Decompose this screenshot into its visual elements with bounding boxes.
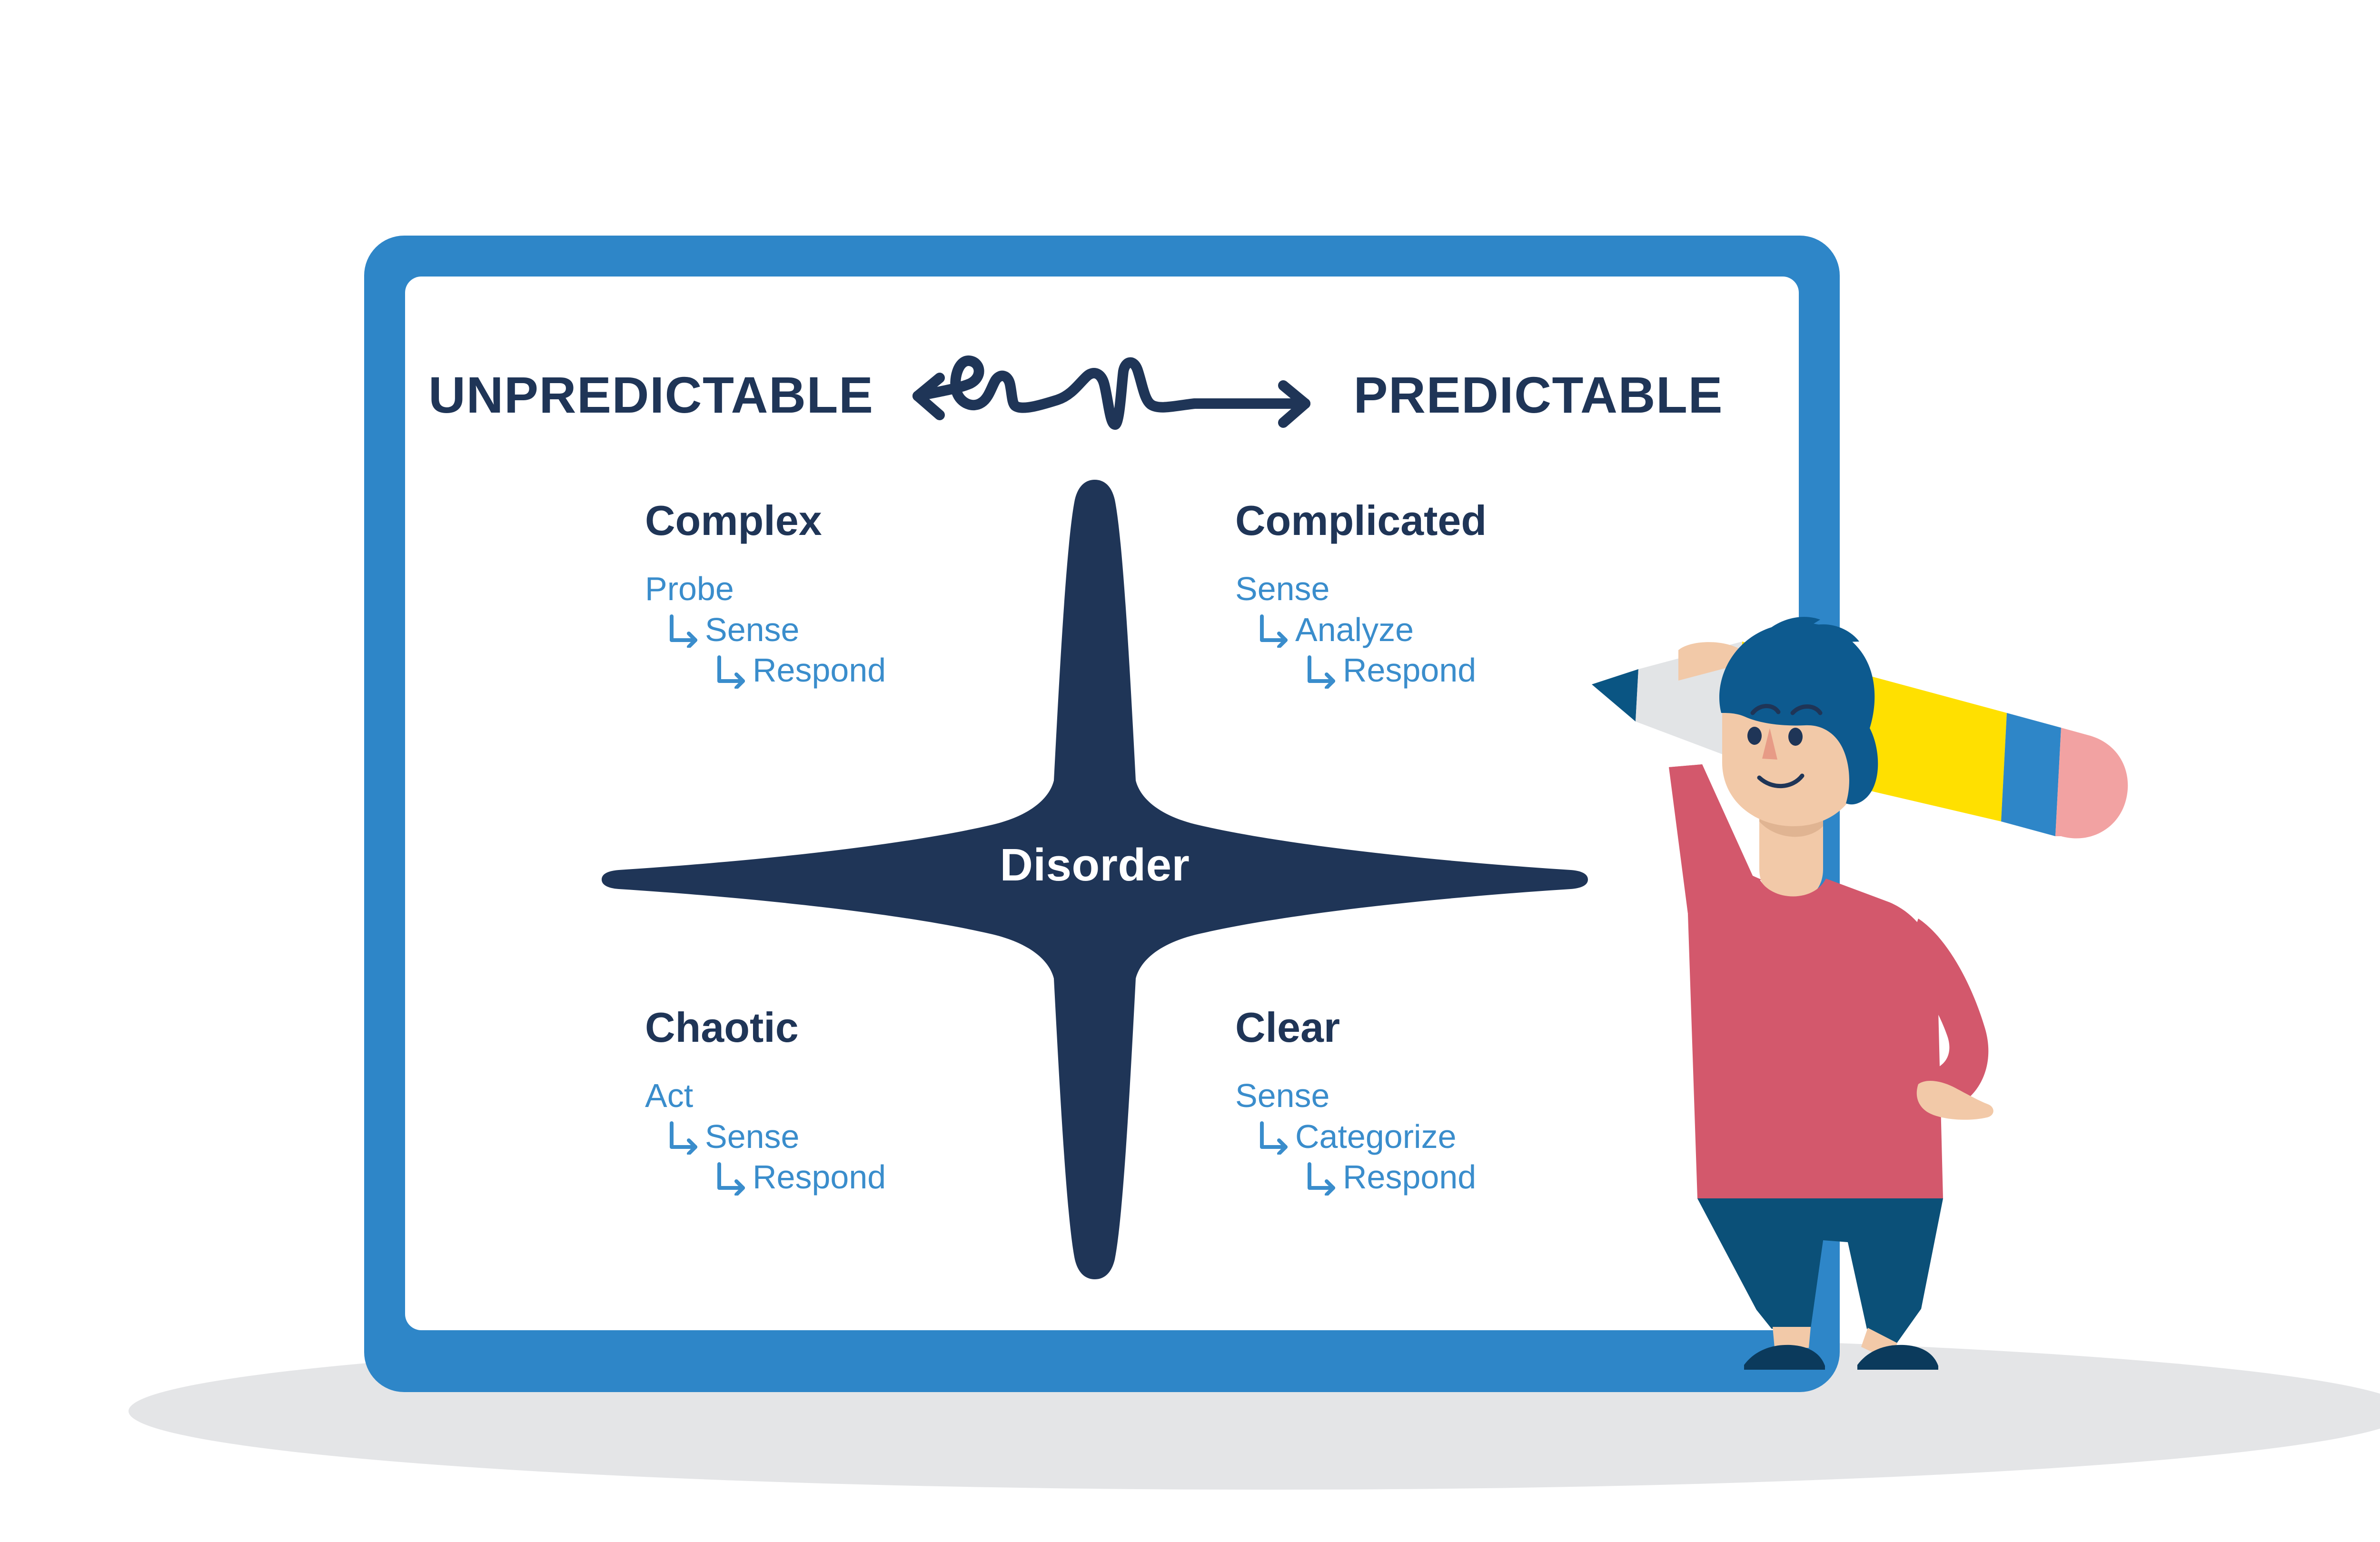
step-item: Analyze [1258,612,1654,648]
step-item: Respond [1306,652,1654,689]
quadrant-complex: Complex Probe Sense [645,500,1064,689]
quadrant-chaotic: Chaotic Act Sense [645,1007,1064,1196]
disorder-label: Disorder [1000,840,1190,890]
corner-arrow-icon [1308,655,1335,689]
corner-arrow-icon [1260,1121,1288,1155]
step-label: Analyze [1295,611,1414,648]
quadrant-title-complex: Complex [645,497,822,544]
squiggle-double-arrow-icon [912,356,1310,430]
step-item: Probe [645,571,1064,607]
corner-arrow-icon [717,1162,745,1196]
step-list-chaotic: Act Sense Respond [645,1077,1064,1196]
step-item: Categorize [1258,1117,1654,1155]
quadrant-title-clear: Clear [1235,1004,1340,1051]
step-label: Categorize [1295,1117,1457,1155]
person-with-pencil-icon [1585,585,2218,1394]
step-label: Respond [1343,1158,1477,1196]
step-label: Sense [1235,570,1330,607]
quadrant-title-complicated: Complicated [1235,497,1487,544]
step-item: Act [645,1077,1064,1114]
step-label: Sense [705,1117,800,1155]
corner-arrow-icon [1260,614,1288,648]
corner-arrow-icon [670,1121,697,1155]
corner-arrow-icon [717,655,745,689]
axis-header: UNPREDICTABLE PREDICTABLE [428,352,1790,438]
quadrant-title-chaotic: Chaotic [645,1004,799,1051]
step-list-complicated: Sense Analyze Respond [1235,571,1654,689]
step-item: Respond [1306,1159,1654,1196]
axis-label-unpredictable: UNPREDICTABLE [428,366,874,424]
step-label: Respond [1343,652,1477,689]
step-label: Probe [645,570,734,607]
corner-arrow-icon [670,614,697,648]
quadrant-clear: Clear Sense Categorize [1235,1007,1654,1196]
corner-arrow-icon [1308,1162,1335,1196]
four-pointed-star-icon [600,471,1590,1280]
step-label: Respond [753,652,886,689]
quadrant-complicated: Complicated Sense Analyze [1235,500,1654,689]
step-item: Sense [1235,1077,1654,1114]
step-item: Sense [668,612,1064,648]
step-label: Respond [753,1158,886,1196]
step-list-complex: Probe Sense Respond [645,571,1064,689]
axis-label-predictable: PREDICTABLE [1353,366,1724,424]
step-list-clear: Sense Categorize Respond [1235,1077,1654,1196]
step-item: Respond [715,1159,1064,1196]
step-item: Sense [1235,571,1654,607]
step-item: Sense [668,1117,1064,1155]
step-label: Sense [705,611,800,648]
step-label: Act [645,1077,694,1114]
step-item: Respond [715,652,1064,689]
step-label: Sense [1235,1077,1330,1114]
